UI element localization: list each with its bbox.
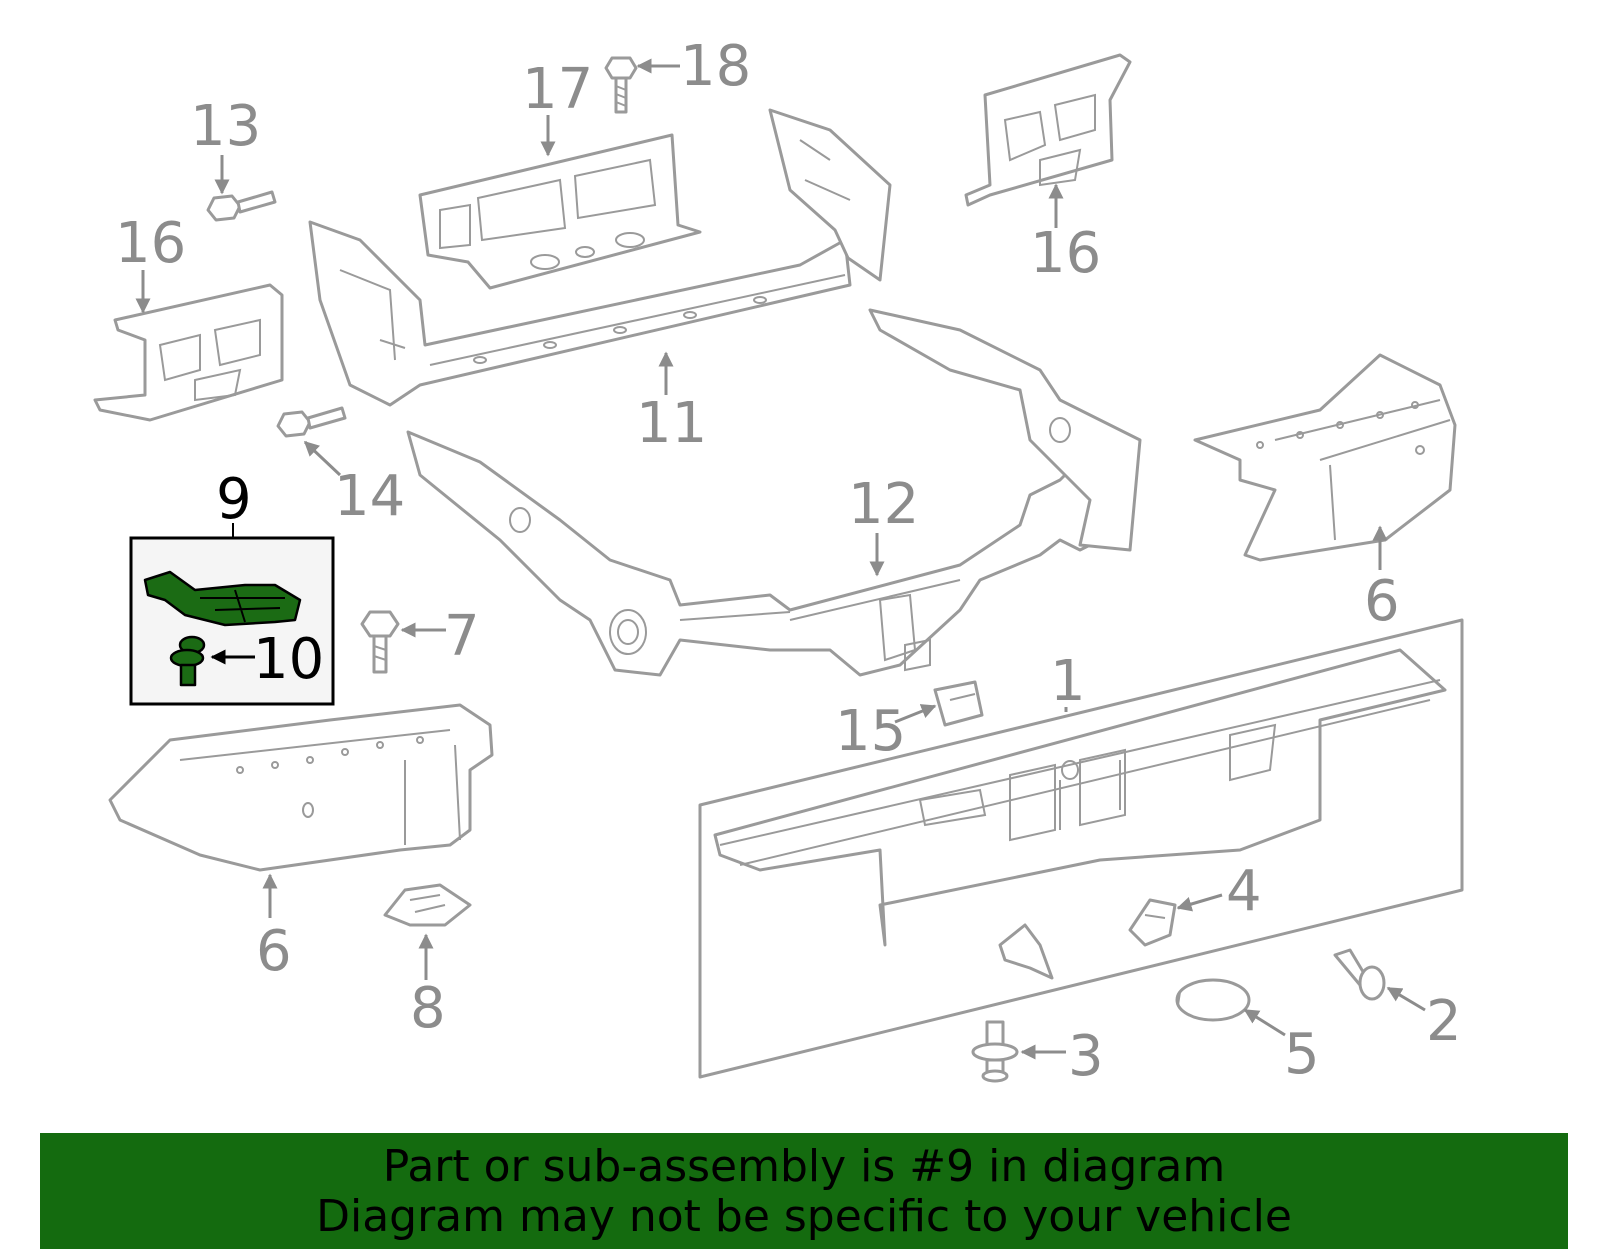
part-3-push-clip [971, 1020, 1019, 1083]
part-6-end-cap-right [1193, 353, 1457, 562]
leader-lines [135, 58, 1426, 1060]
callout-10: 10 [253, 627, 324, 692]
callout-13: 13 [190, 94, 261, 159]
part-11-crossmember [308, 108, 892, 407]
callout-9: 9 [216, 467, 252, 532]
banner-line-2: Diagram may not be specific to your vehi… [316, 1191, 1292, 1242]
callout-4: 4 [1226, 859, 1262, 924]
part-13-bolt [206, 190, 277, 222]
part-7-bolt [360, 610, 400, 674]
callout-1: 1 [1050, 649, 1086, 714]
callout-17: 17 [522, 57, 593, 122]
part-6-end-cap-left [108, 703, 494, 872]
part-14-bolt [276, 406, 347, 438]
callout-14: 14 [334, 464, 405, 529]
callout-16-left: 16 [115, 211, 186, 276]
callout-6-right: 6 [1364, 569, 1400, 634]
callout-3: 3 [1068, 1024, 1104, 1089]
part-8-bracket [383, 883, 472, 927]
part-15-plug [933, 680, 984, 727]
part-9-shield [143, 570, 302, 627]
part-18-bolt [604, 56, 638, 114]
part-4-clip [1128, 898, 1177, 947]
small-bracket [998, 923, 1054, 980]
callout-11: 11 [636, 391, 707, 456]
part-16-bracket-left [93, 283, 284, 422]
callout-15: 15 [835, 699, 906, 764]
part-16-bracket-right [964, 53, 1132, 207]
part-2-push-pin [1333, 948, 1386, 1001]
callout-16-right: 16 [1030, 221, 1101, 286]
info-banner: Part or sub-assembly is #9 in diagram Di… [40, 1133, 1568, 1249]
banner-line-1: Part or sub-assembly is #9 in diagram [382, 1141, 1226, 1192]
part-1-step-bumper [698, 618, 1464, 1079]
callout-6-left: 6 [256, 919, 292, 984]
part-10-clip [169, 635, 206, 687]
part-12-hitch [406, 308, 1142, 677]
callout-2: 2 [1426, 989, 1462, 1054]
callout-5: 5 [1284, 1022, 1320, 1087]
callout-12: 12 [848, 472, 919, 537]
part-5-grommet [1175, 978, 1251, 1022]
callout-8: 8 [410, 976, 446, 1041]
callout-18: 18 [680, 34, 751, 99]
part-17-bracket [418, 133, 702, 290]
callout-7: 7 [444, 604, 480, 669]
